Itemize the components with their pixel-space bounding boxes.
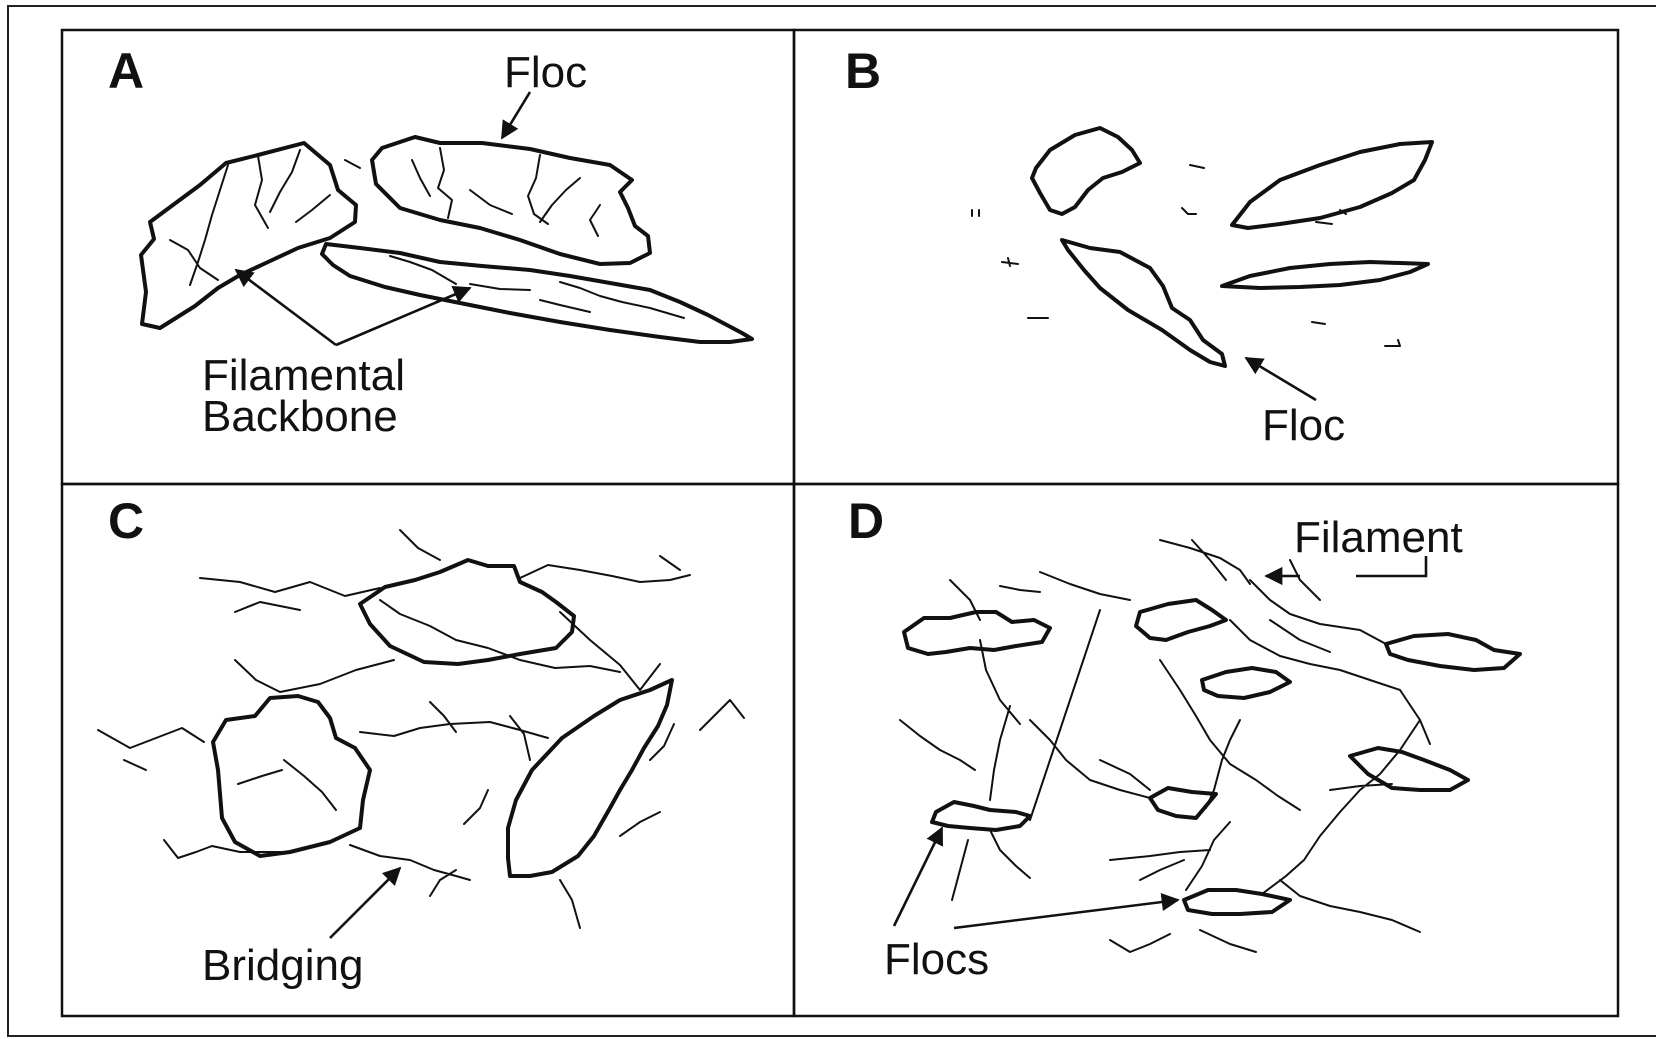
- panel-c: C Bridging: [62, 484, 794, 1016]
- panel-b-floc-round: [1032, 128, 1140, 214]
- panel-c-floc-right: [508, 680, 672, 876]
- panel-d-floc-2: [1136, 600, 1226, 640]
- panel-c-bridging-label: Bridging: [202, 941, 363, 990]
- panel-a-floc-arrow: [502, 92, 530, 138]
- panel-b-floc-upper-right: [1232, 142, 1432, 228]
- panel-c-floc-left: [213, 696, 370, 856]
- panel-b-floc-arrow: [1246, 358, 1316, 400]
- panel-b-frame: [794, 30, 1618, 484]
- panel-a-floc-left: [141, 143, 356, 328]
- panel-a-backbone-arrow-1: [236, 270, 336, 345]
- panel-d-filament-label: Filament: [1294, 513, 1463, 562]
- panel-d: D Filament Flocs: [794, 484, 1618, 1016]
- panel-d-floc-6: [1150, 788, 1216, 818]
- panel-a-backbone-label: Backbone: [202, 392, 398, 441]
- panel-a-floc-long: [322, 244, 752, 342]
- panel-a-floc-label: Floc: [504, 48, 587, 97]
- panel-b: B Floc: [794, 30, 1618, 484]
- panel-d-floc-1: [904, 612, 1050, 654]
- panel-c-filament-network: [98, 530, 744, 928]
- panel-d-floc-4: [1202, 668, 1290, 698]
- panel-d-flocs-arrow-1: [894, 828, 942, 926]
- panel-b-floc-lower-right: [1222, 262, 1428, 288]
- panel-d-floc-8: [1184, 890, 1290, 914]
- panel-c-bridging-arrow: [330, 868, 400, 938]
- panel-b-floc-diagonal: [1062, 240, 1225, 366]
- panel-d-letter: D: [848, 493, 884, 549]
- panel-d-floc-7: [932, 802, 1030, 830]
- panel-c-frame: [62, 484, 794, 1016]
- panel-a-inner-filaments: [170, 148, 684, 318]
- panel-a-backbone-arrow-2: [336, 288, 470, 345]
- panel-b-floc-label: Floc: [1262, 401, 1345, 450]
- panel-b-letter: B: [845, 43, 881, 99]
- panel-d-flocs-arrow-2: [954, 900, 1178, 928]
- panel-c-letter: C: [108, 493, 144, 549]
- panel-c-floc-top: [360, 560, 574, 664]
- panel-d-floc-3: [1386, 634, 1520, 670]
- panel-d-flocs-label: Flocs: [884, 935, 989, 984]
- panel-a-letter: A: [108, 43, 144, 99]
- panel-d-filament-network: [900, 540, 1430, 952]
- panel-a-frame: [62, 30, 794, 484]
- panel-a-floc-top: [372, 137, 650, 264]
- panel-a: A Floc Filamental Backbone: [62, 30, 794, 484]
